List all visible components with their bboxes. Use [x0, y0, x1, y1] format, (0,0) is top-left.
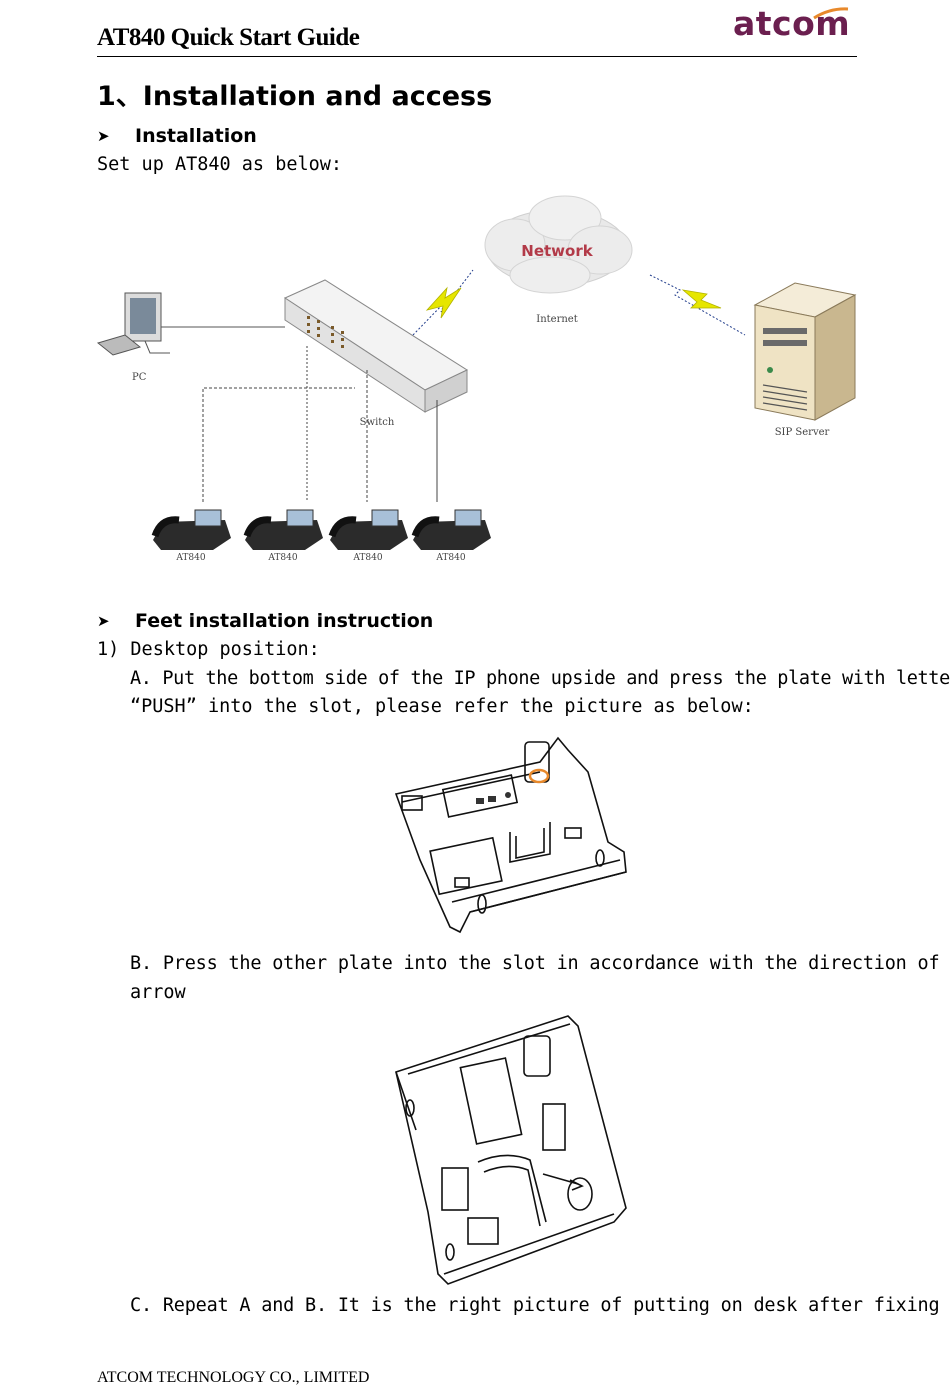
lightning-left-icon — [412, 269, 474, 336]
step1-text: 1) Desktop position: — [97, 639, 320, 660]
internet-label: Internet — [536, 314, 577, 325]
phone-icon-2 — [243, 509, 323, 550]
phone-label-2: AT840 — [267, 553, 297, 563]
lightning-right-icon — [649, 274, 746, 336]
arrow-bullet-icon: ➤ — [97, 612, 110, 630]
section-title: 1、Installation and access — [97, 81, 493, 112]
network-cloud-icon: Network — [484, 195, 633, 294]
push-callout-icon — [528, 768, 550, 784]
sip-server-icon — [753, 282, 857, 421]
pc-icon — [96, 292, 170, 356]
pc-label: PC — [132, 372, 147, 383]
feet-heading-text: Feet installation instruction — [135, 610, 434, 632]
step-b-line1: B. Press the other plate into the slot i… — [130, 953, 950, 974]
logo-swoosh-icon — [813, 7, 849, 20]
phone-icon-1 — [151, 509, 231, 550]
step-a-line2: “PUSH” into the slot, please refer the p… — [130, 696, 754, 717]
feet-heading: ➤ Feet installation instruction — [97, 610, 433, 632]
document-title: AT840 Quick Start Guide — [97, 24, 360, 51]
phone-bottom-illustration-b — [395, 1015, 627, 1285]
footer-company: ATCOM TECHNOLOGY CO., LIMITED — [97, 1369, 370, 1386]
phone-icon-4 — [411, 509, 491, 550]
step-b-line2: arrow — [130, 982, 186, 1003]
step-a-line1: A. Put the bottom side of the IP phone u… — [130, 668, 950, 689]
phone-label-1: AT840 — [175, 553, 205, 563]
installation-heading-text: Installation — [135, 125, 257, 147]
switch-icon — [283, 279, 469, 413]
header-rule — [97, 56, 857, 57]
installation-heading: ➤ Installation — [97, 125, 257, 147]
network-diagram: Network Internet Switch PC — [96, 195, 857, 563]
phone-label-4: AT840 — [435, 553, 465, 563]
phone-label-3: AT840 — [352, 553, 382, 563]
switch-label: Switch — [360, 417, 395, 428]
sip-server-label: SIP Server — [775, 427, 830, 438]
installation-intro: Set up AT840 as below: — [97, 154, 343, 175]
arrow-bullet-icon: ➤ — [97, 127, 110, 145]
phone-bottom-illustration-a — [394, 736, 627, 934]
phone-icon-3 — [328, 509, 408, 550]
cloud-label: Network — [521, 242, 593, 260]
step-c-line1: C. Repeat A and B. It is the right pictu… — [130, 1295, 950, 1316]
